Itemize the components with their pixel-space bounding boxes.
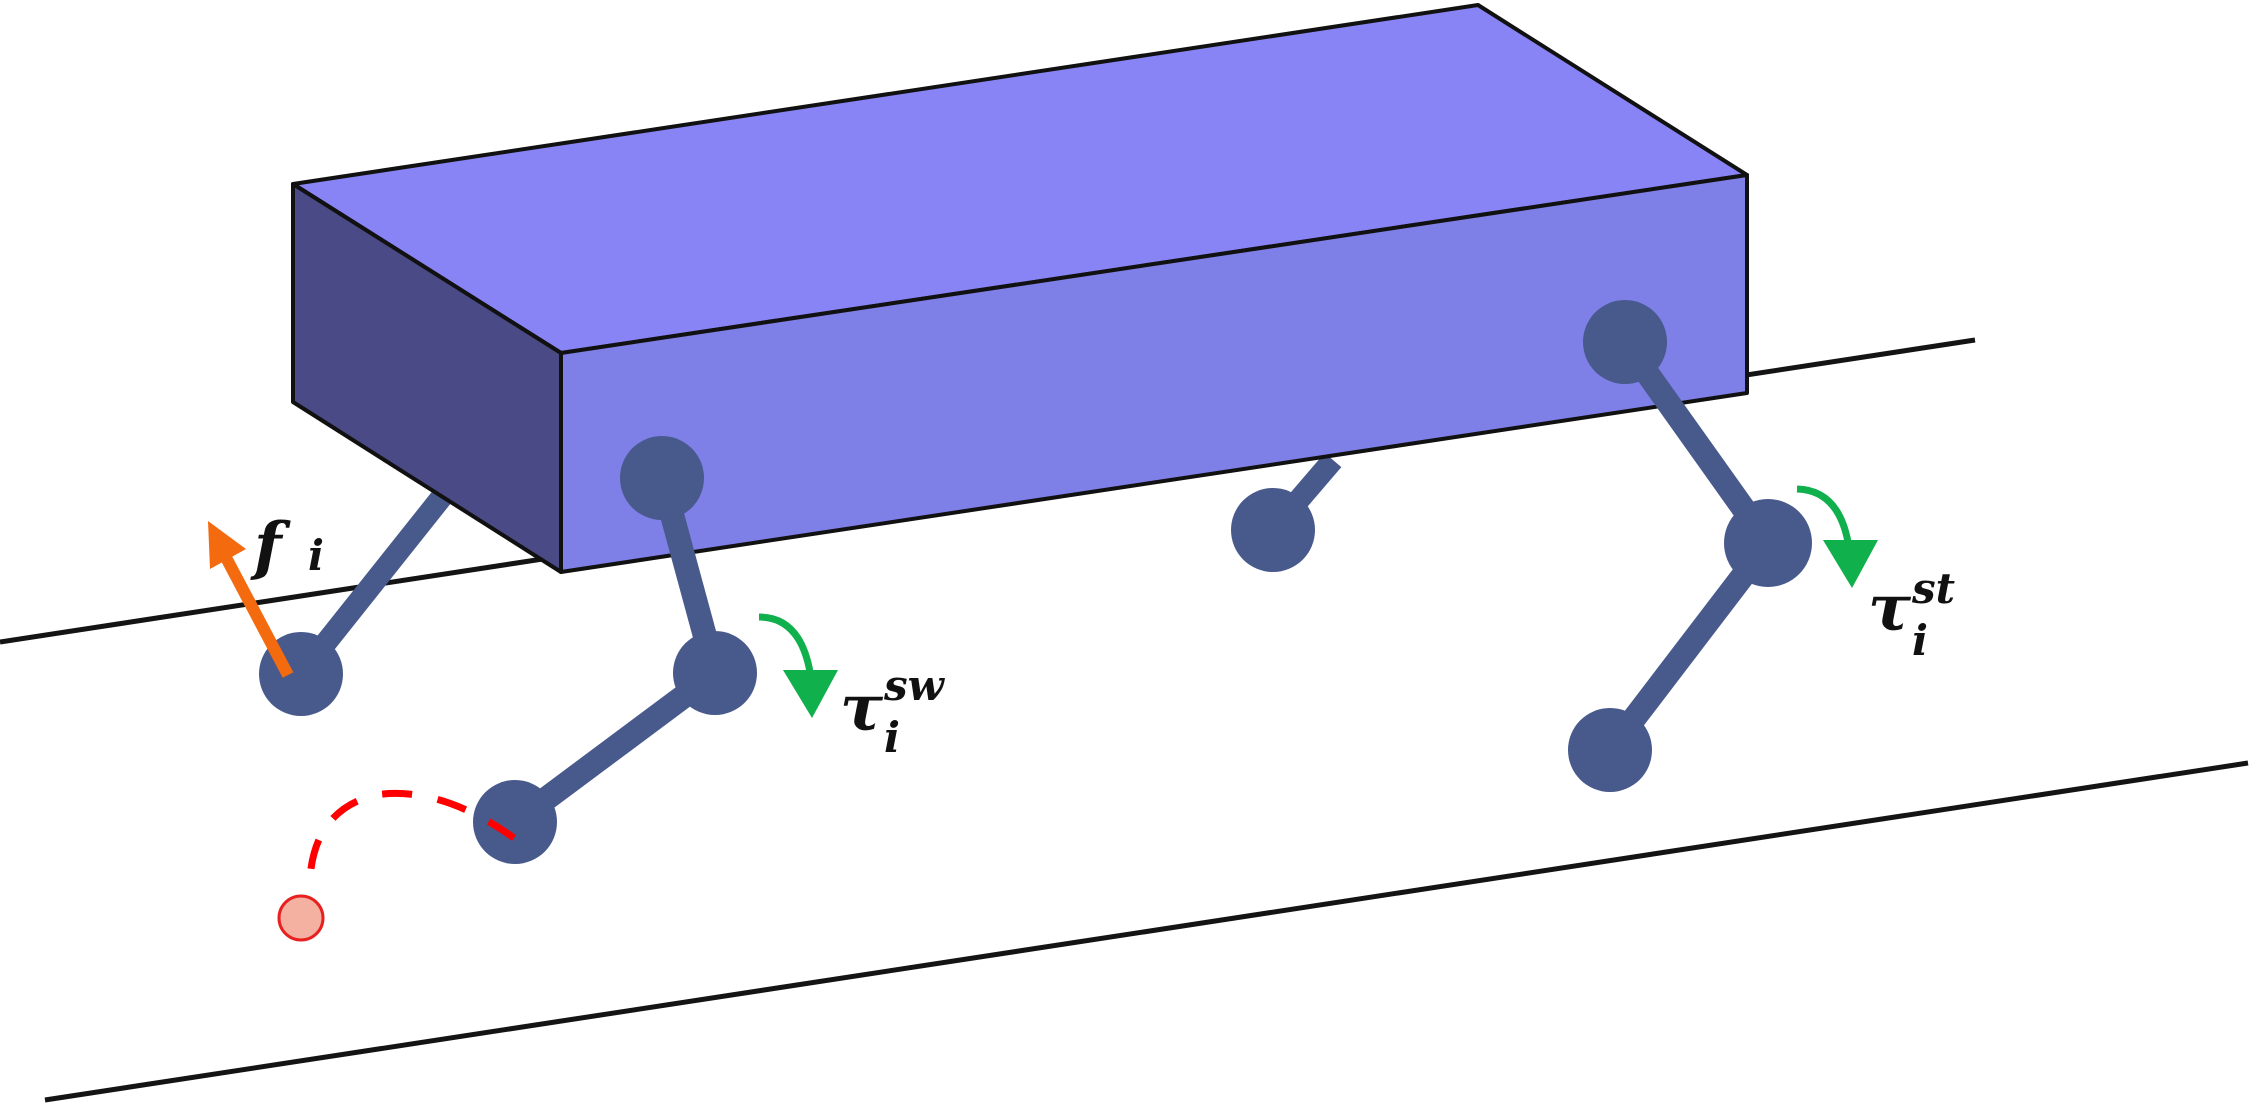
force-label: f i bbox=[250, 509, 324, 584]
rear-right-leg bbox=[1231, 452, 1342, 572]
foothold-target-icon bbox=[277, 894, 325, 942]
ground-line-front bbox=[44, 760, 2249, 1103]
body-front-face bbox=[559, 173, 1749, 574]
knee-joint bbox=[673, 631, 757, 715]
swing-foot bbox=[473, 780, 557, 864]
front-left-swing-leg bbox=[473, 436, 757, 864]
swing-torque-arrow-icon bbox=[758, 613, 838, 718]
stance-foot bbox=[1568, 708, 1652, 792]
knee-joint bbox=[1724, 499, 1812, 587]
force-arrow-icon bbox=[208, 521, 294, 678]
stance-torque-label: τ i st bbox=[1868, 564, 1955, 665]
rear-left-leg bbox=[259, 486, 454, 716]
swing-torque-label: τ i sw bbox=[840, 661, 946, 762]
rear-right-foot bbox=[1231, 488, 1315, 572]
stance-torque-arrow-icon bbox=[1796, 485, 1878, 588]
front-right-stance-leg bbox=[1568, 300, 1812, 792]
hip-joint bbox=[1583, 300, 1667, 384]
robot-body bbox=[291, 3, 1749, 574]
hip-joint bbox=[620, 436, 704, 520]
